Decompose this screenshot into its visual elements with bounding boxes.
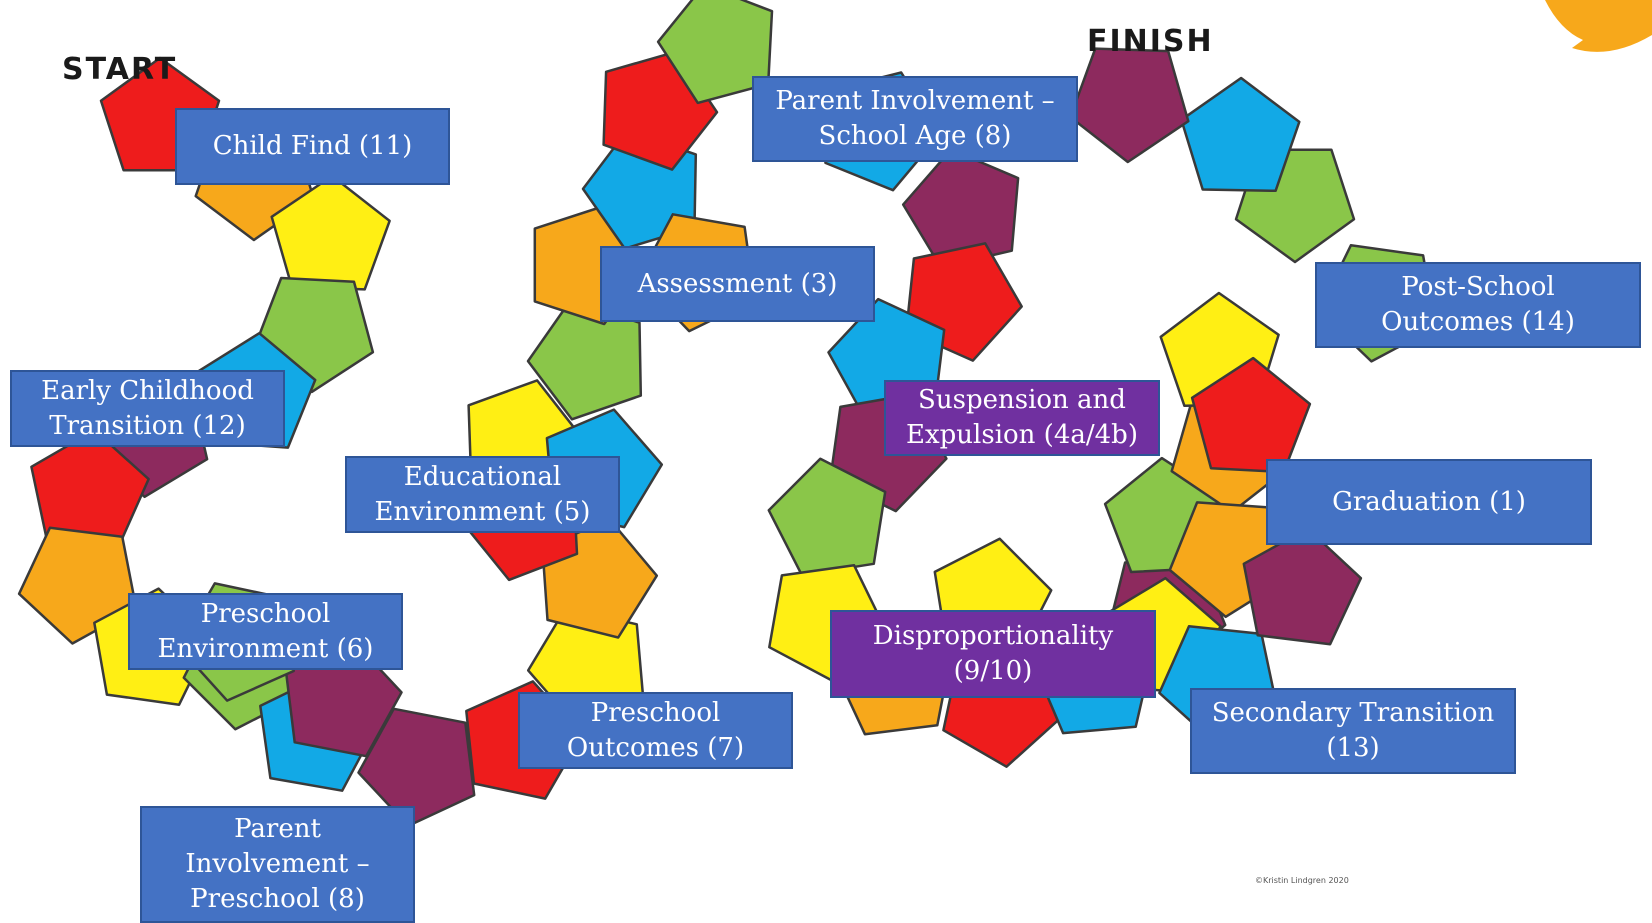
label-line: Outcomes (7) <box>566 732 745 763</box>
label-line: (13) <box>1326 733 1380 763</box>
finish-label: FINISH <box>1087 24 1214 59</box>
label-line: Early Childhood <box>41 375 254 406</box>
copyright-text: ©Kristin Lindgren 2020 <box>1255 876 1349 885</box>
label-line: Preschool (8) <box>190 884 365 914</box>
label-line: Expulsion (4a/4b) <box>906 420 1138 450</box>
path-space-green <box>767 457 887 577</box>
label-parent-involvement-school-age[interactable]: Parent Involvement – School Age (8) <box>752 76 1078 162</box>
label-graduation[interactable]: Graduation (1) <box>1266 459 1592 545</box>
label-line: Outcomes (14) <box>1381 307 1575 337</box>
label-line: Assessment (3) <box>637 268 838 299</box>
path-space-purple <box>1069 47 1190 164</box>
label-assessment[interactable]: Assessment (3) <box>600 246 875 322</box>
path-space-blue <box>1180 76 1301 193</box>
label-child-find[interactable]: Child Find (11) <box>175 108 450 185</box>
label-line: Environment (5) <box>374 496 591 527</box>
label-secondary-transition[interactable]: Secondary Transition (13) <box>1190 688 1516 774</box>
label-line: Environment (6) <box>157 633 374 664</box>
label-line: Parent Involvement – <box>775 86 1055 116</box>
label-line: Disproportionality <box>872 621 1114 651</box>
label-line: Preschool <box>590 697 721 728</box>
label-line: Preschool <box>200 598 331 629</box>
label-line: Suspension and <box>918 385 1126 415</box>
label-line: Involvement – <box>185 849 370 879</box>
label-line: Graduation (1) <box>1332 486 1526 517</box>
label-line: (9/10) <box>953 656 1033 686</box>
label-line: School Age (8) <box>818 121 1012 151</box>
path-space-purple <box>1242 527 1363 646</box>
corner-decoration <box>1545 0 1652 52</box>
label-line: Educational <box>403 461 562 492</box>
label-disproportionality[interactable]: Disproportionality (9/10) <box>830 610 1156 698</box>
start-label: START <box>62 52 178 87</box>
label-line: Child Find (11) <box>212 131 413 161</box>
path-space-red <box>1190 356 1312 474</box>
path-space-green <box>656 0 774 105</box>
label-line: Secondary Transition <box>1211 698 1495 728</box>
label-line: Post-School <box>1401 272 1555 302</box>
label-line: Parent <box>234 814 321 844</box>
label-line: Transition (12) <box>49 410 246 441</box>
